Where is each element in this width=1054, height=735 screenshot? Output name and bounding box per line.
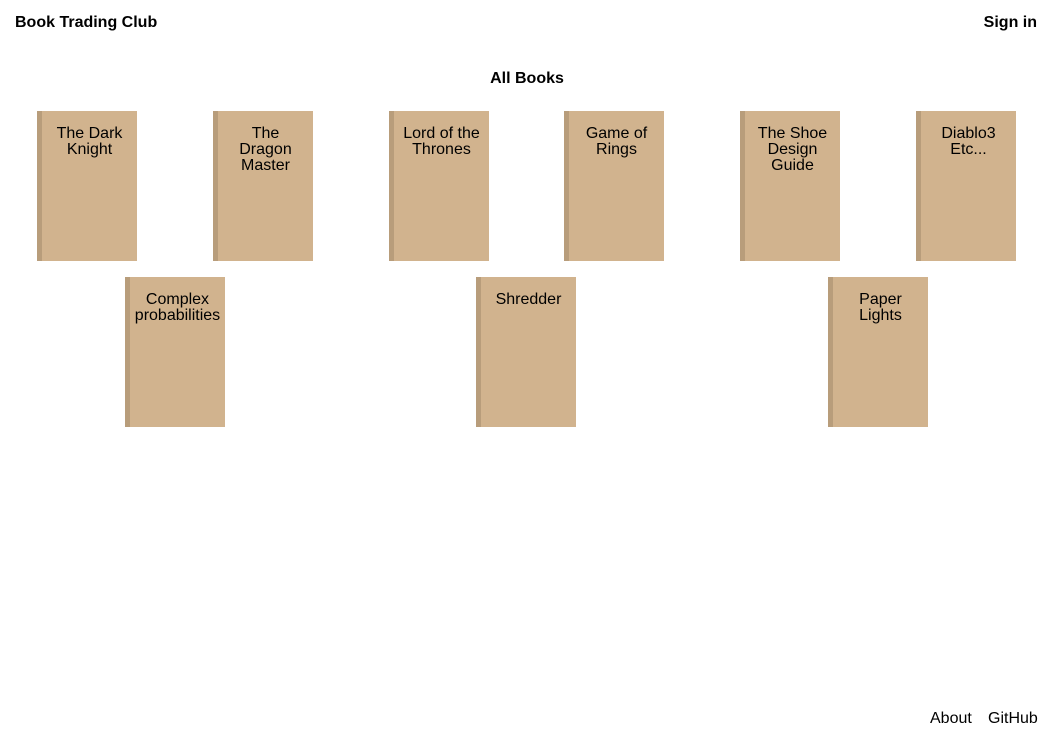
book-title: Game of Rings bbox=[585, 125, 648, 158]
book-card[interactable]: The Dark Knight bbox=[37, 111, 137, 261]
book-card[interactable]: Shredder bbox=[476, 277, 576, 427]
book-title: Lord of the Thrones bbox=[403, 125, 480, 158]
about-link[interactable]: About bbox=[930, 710, 972, 727]
book-title: Complex probabilities bbox=[134, 291, 221, 324]
book-title: Paper Lights bbox=[859, 291, 902, 324]
book-card[interactable]: Complex probabilities bbox=[125, 277, 225, 427]
brand-link[interactable]: Book Trading Club bbox=[15, 14, 158, 31]
book-title: Shredder bbox=[495, 291, 562, 308]
book-card[interactable]: Paper Lights bbox=[828, 277, 928, 427]
book-card[interactable]: Game of Rings bbox=[564, 111, 664, 261]
page-title: All Books bbox=[490, 70, 564, 87]
book-title: The Dark Knight bbox=[56, 125, 123, 158]
book-card[interactable]: The Dragon Master bbox=[213, 111, 313, 261]
book-title: Diablo3 Etc... bbox=[941, 125, 996, 158]
book-card[interactable]: Diablo3 Etc... bbox=[916, 111, 1016, 261]
book-title: The Shoe Design Guide bbox=[757, 125, 828, 174]
sign-in-link[interactable]: Sign in bbox=[983, 14, 1037, 31]
github-link[interactable]: GitHub bbox=[988, 710, 1038, 727]
book-title: The Dragon Master bbox=[239, 125, 292, 174]
book-card[interactable]: The Shoe Design Guide bbox=[740, 111, 840, 261]
book-card[interactable]: Lord of the Thrones bbox=[389, 111, 489, 261]
